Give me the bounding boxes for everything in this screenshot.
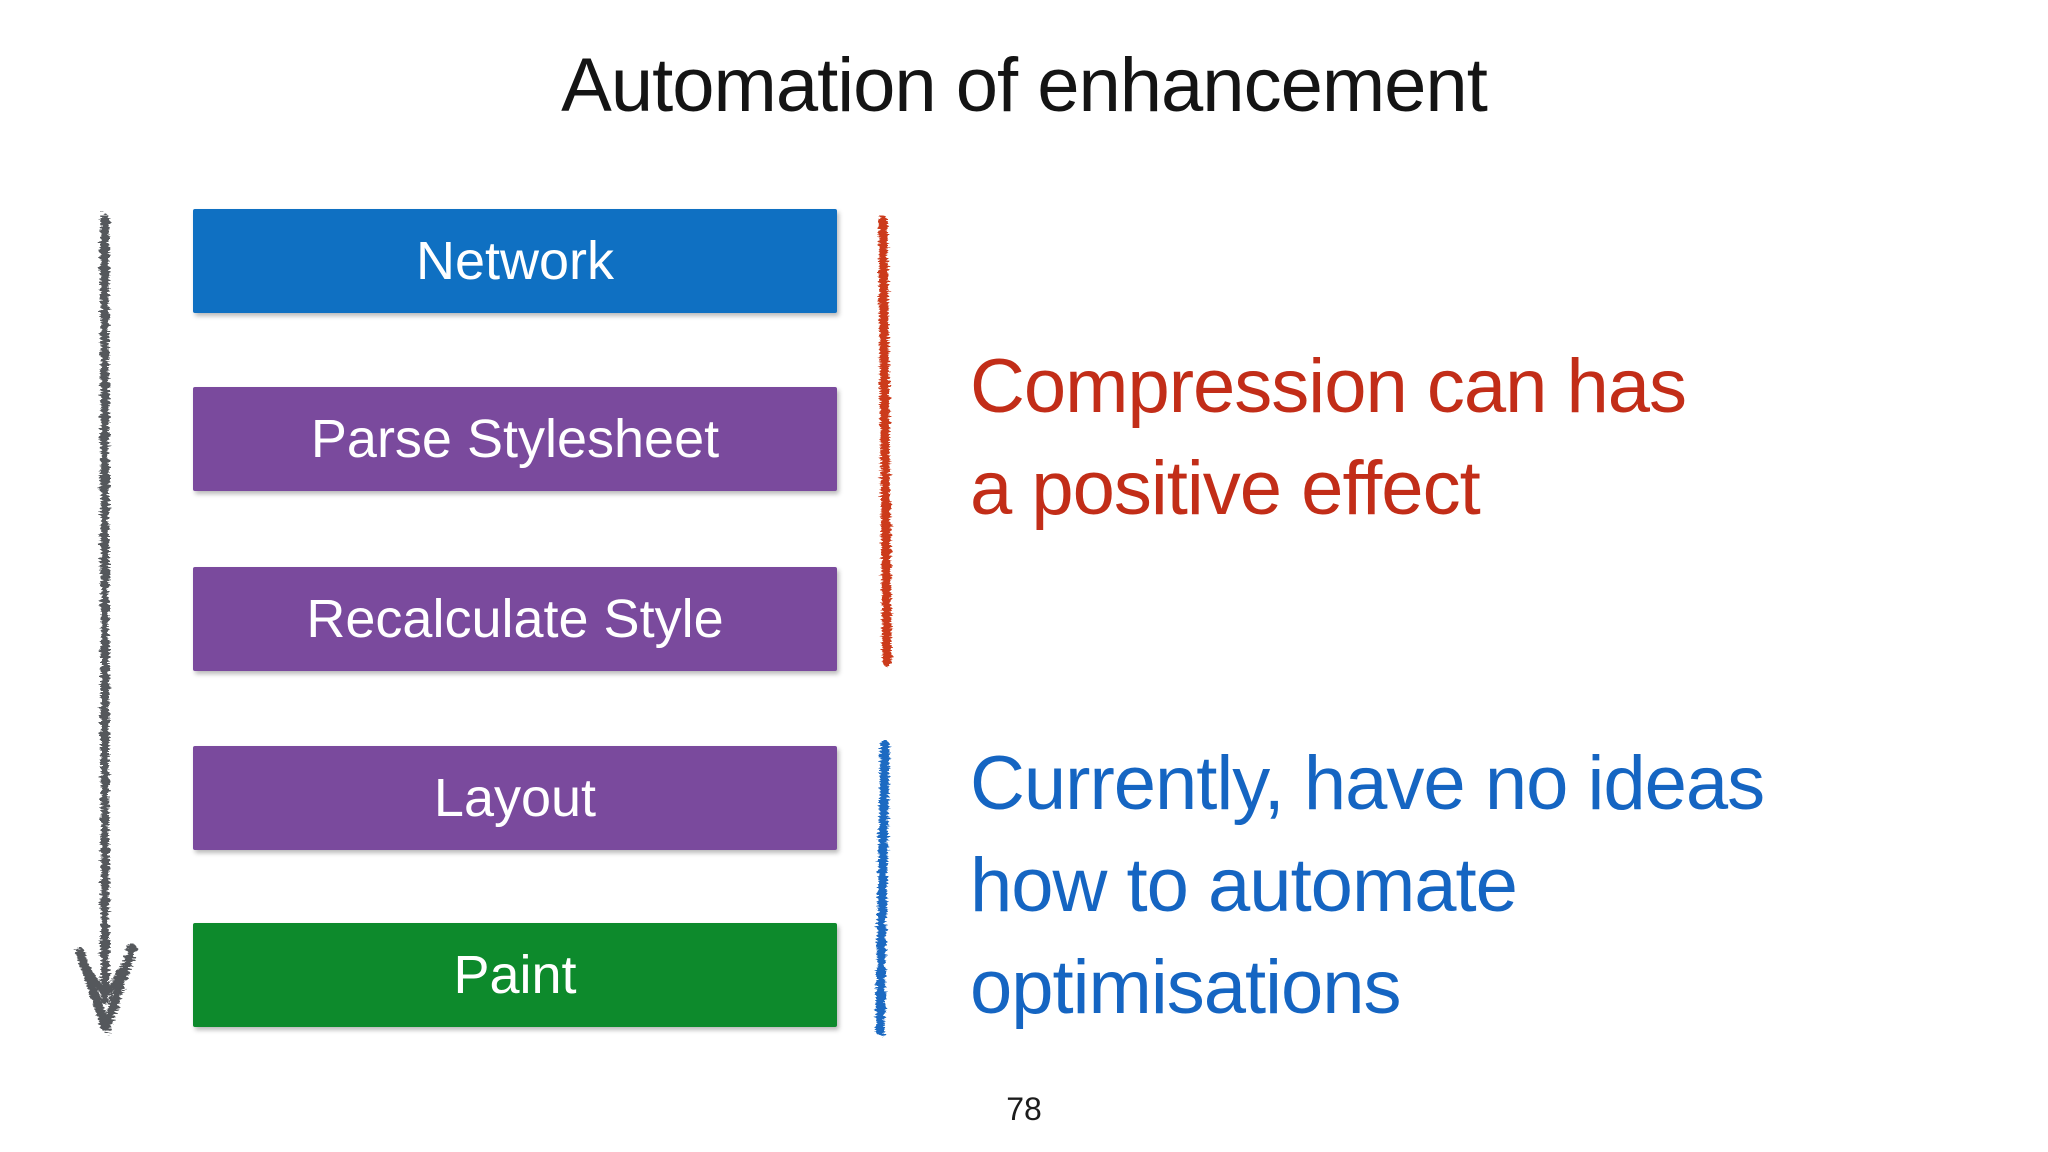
annotation-line: Currently, have no ideas bbox=[970, 741, 1765, 826]
flow-direction-down-arrow-icon bbox=[75, 214, 137, 1034]
stage-label: Recalculate Style bbox=[306, 589, 724, 649]
page-number: 78 bbox=[1006, 1091, 1042, 1127]
stage-label: Network bbox=[415, 231, 615, 291]
bracket-strokes bbox=[875, 740, 890, 1036]
page-title: Automation of enhancement bbox=[561, 43, 1488, 128]
stage-box-paint: Paint bbox=[193, 923, 837, 1027]
automation-bracket-line-icon bbox=[875, 740, 890, 1036]
annotation-no-automation-ideas: Currently, have no ideas how to automate… bbox=[970, 733, 1765, 1039]
stage-label: Parse Stylesheet bbox=[310, 409, 720, 469]
stage-box-recalculate-style: Recalculate Style bbox=[193, 567, 837, 671]
annotation-line: Compression can has bbox=[970, 344, 1687, 429]
stage-label: Layout bbox=[433, 768, 597, 828]
flow-arrow-strokes bbox=[75, 214, 137, 1034]
annotation-line: a positive effect bbox=[970, 446, 1481, 531]
annotation-compression-effect: Compression can has a positive effect bbox=[970, 336, 1687, 540]
annotation-line: optimisations bbox=[970, 945, 1402, 1030]
pipeline-stage-list: Network Parse Stylesheet Recalculate Sty… bbox=[193, 209, 837, 1029]
bracket-strokes bbox=[878, 215, 892, 667]
stage-box-layout: Layout bbox=[193, 746, 837, 850]
annotation-line: how to automate bbox=[970, 843, 1518, 928]
stage-box-network: Network bbox=[193, 209, 837, 313]
stage-box-parse-stylesheet: Parse Stylesheet bbox=[193, 387, 837, 491]
stage-label: Paint bbox=[453, 945, 577, 1005]
compression-bracket-line-icon bbox=[878, 215, 892, 667]
